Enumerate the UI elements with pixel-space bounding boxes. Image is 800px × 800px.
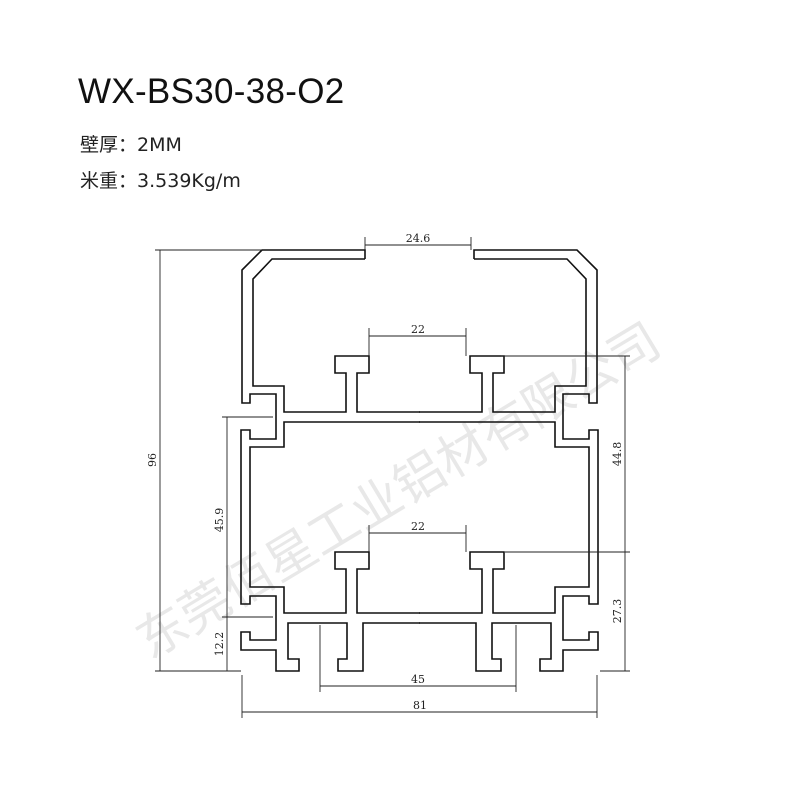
outer-contour	[240, 249, 420, 672]
wall-thickness-spec: 壁厚：2MM	[80, 130, 182, 157]
dim-total-height: 96	[146, 453, 159, 467]
dim-top-gap: 24.6	[406, 232, 431, 245]
dim-bottom-slots: 45	[411, 673, 425, 686]
dim-right-lower: 27.3	[611, 599, 624, 624]
dim-upper-slot: 22	[411, 323, 425, 336]
weight-value: 3.539Kg/m	[137, 170, 241, 192]
upper-chamber-inner	[252, 258, 420, 413]
dimension-lines	[155, 237, 630, 718]
dim-right-upper: 44.8	[611, 442, 624, 467]
profile-left-half	[240, 249, 420, 672]
dim-bottom-height: 12.2	[213, 632, 226, 657]
profile-outline	[240, 249, 599, 672]
dim-middle-height: 45.9	[213, 508, 226, 533]
profile-model-title: WX-BS30-38-O2	[78, 72, 345, 111]
profile-right-half	[419, 249, 599, 672]
middle-chamber-inner	[249, 421, 420, 614]
wall-thickness-value: 2MM	[137, 134, 182, 156]
dim-lower-slot: 22	[411, 520, 425, 533]
dim-total-width: 81	[413, 699, 427, 712]
wall-thickness-label: 壁厚：	[80, 134, 138, 156]
weight-label: 米重：	[80, 170, 138, 192]
weight-per-meter-spec: 米重：3.539Kg/m	[80, 166, 241, 193]
